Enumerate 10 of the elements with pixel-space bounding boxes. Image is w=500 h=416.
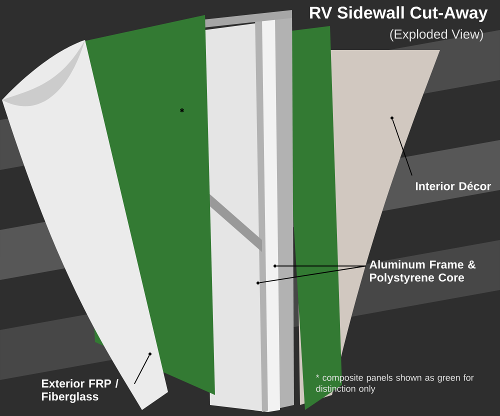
- subtitle: (Exploded View): [390, 29, 483, 42]
- part-label: Aluminum Frame & Polystyrene Core: [369, 260, 476, 284]
- part-label: Interior Décor: [416, 182, 492, 190]
- footnote-mark: *: [180, 108, 184, 112]
- title: RV Sidewall Cut-Away: [310, 6, 488, 22]
- leader-line: [259, 266, 366, 284]
- leader-line: [392, 119, 412, 176]
- leader-line: [134, 355, 150, 384]
- footnote: * composite panels shown as green for distinction only: [316, 374, 474, 394]
- part-label: Exterior FRP / Fiberglass: [42, 379, 118, 403]
